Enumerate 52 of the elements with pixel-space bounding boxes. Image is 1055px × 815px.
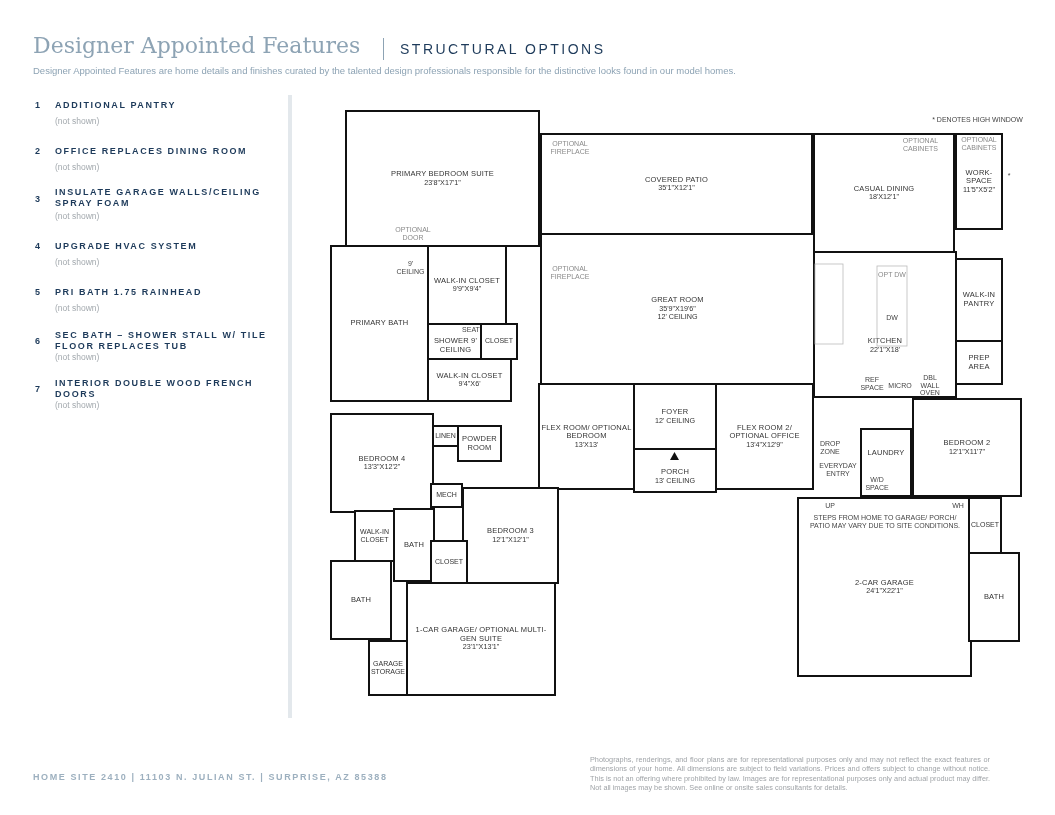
option-name: INTERIOR DOUBLE WOOD FRENCH DOORS (55, 378, 255, 401)
room-outline (968, 497, 1002, 554)
room-outline (330, 413, 434, 513)
note: (not shown) (55, 352, 101, 362)
room-outline (462, 487, 559, 584)
room-outline (330, 560, 392, 640)
room-outline (430, 483, 463, 508)
room-outline (860, 428, 912, 497)
note: (not shown) (55, 303, 101, 313)
room-outline (393, 508, 435, 582)
note: (not shown) (55, 162, 101, 172)
option-name: PRI BATH 1.75 RAINHEAD (55, 287, 204, 299)
list-number: 2 (35, 146, 41, 156)
room-outline (480, 323, 518, 360)
room-outline (368, 640, 408, 696)
room-outline (538, 383, 635, 490)
address-line: HOME SITE 2410 | 11103 N. JULIAN ST. | SURPRISE, AZ 85388 (33, 772, 389, 782)
list-number: 4 (35, 241, 41, 251)
option-name: OFFICE REPLACES DINING ROOM (55, 146, 249, 158)
note: (not shown) (55, 257, 101, 267)
room-outline (955, 133, 1003, 230)
list-number: 3 (35, 194, 41, 204)
room-outline (955, 340, 1003, 385)
section-heading: STRUCTURAL OPTIONS (400, 41, 607, 57)
room-outline (457, 425, 502, 462)
room-outline (406, 582, 556, 696)
page-title: Designer Appointed Features (33, 33, 361, 58)
option-name: SEC BATH – SHOWER STALL W/ TILE FLOOR REPLACES TUB (55, 330, 268, 353)
note: (not shown) (55, 116, 101, 126)
option-name: UPGRADE HVAC SYSTEM (55, 241, 199, 253)
room-outline (540, 133, 813, 235)
room-outline (427, 358, 512, 402)
room-outline (813, 251, 957, 398)
note: (not shown) (55, 211, 101, 221)
room-outline (797, 497, 972, 677)
room-outline (968, 552, 1020, 642)
list-number: 5 (35, 287, 41, 297)
option-name: ADDITIONAL PANTRY (55, 100, 178, 112)
room-outline (813, 133, 955, 253)
room-outline (955, 258, 1003, 342)
option-name: INSULATE GARAGE WALLS/CEILING SPRAY FOAM (55, 187, 262, 210)
room-outline (430, 540, 468, 584)
room-outline (912, 398, 1022, 497)
room-outline (330, 245, 429, 402)
page-subtitle: Designer Appointed Features are home details and finishes curated by the talented design professionals responsible for the distinctive looks found in our model homes. (33, 65, 736, 76)
list-number: 6 (35, 336, 41, 346)
list-number: 1 (35, 100, 41, 110)
note: (not shown) (55, 400, 101, 410)
list-number: 7 (35, 384, 41, 394)
room-outline (354, 510, 395, 562)
room-outline (345, 110, 540, 247)
room-outline (715, 383, 814, 490)
